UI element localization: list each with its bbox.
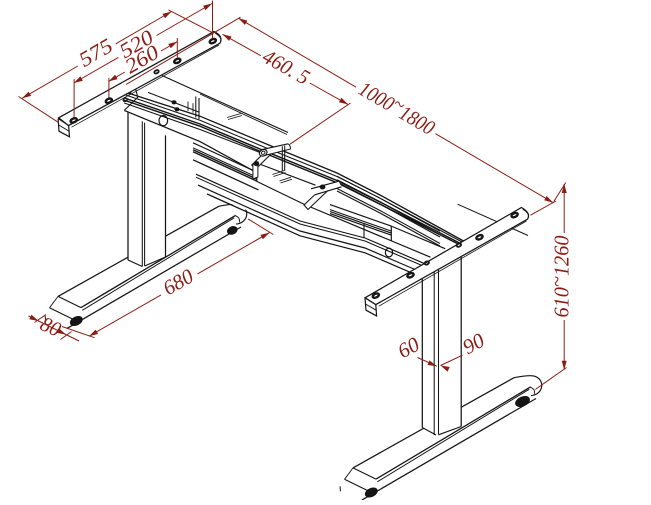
svg-text:610~1260: 610~1260 xyxy=(544,235,573,317)
